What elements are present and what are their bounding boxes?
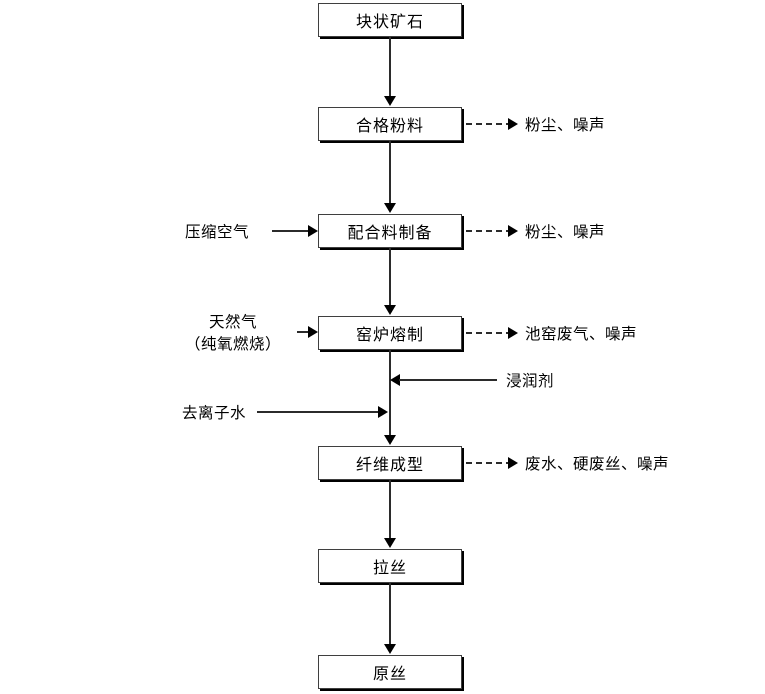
connector-ore-to-powder [389,37,391,97]
input-line-compressed-air [272,230,310,232]
process-box-furnace-melting[interactable]: 窑炉熔制 [318,316,462,350]
output-line-powder-dust [466,123,512,125]
connector-batch-to-furnace [389,248,391,306]
connector-forming-to-drawing [389,480,391,539]
output-label-powder-dust: 粉尘、噪声 [525,116,606,134]
process-box-label: 合格粉料 [355,116,424,135]
process-box-drawing[interactable]: 拉丝 [318,549,462,583]
input-label-natural-gas: 天然气 （纯氧燃烧） [178,312,288,355]
input-line-deionized-water [257,411,380,413]
connector-drawing-to-yarn [389,583,391,645]
connector-furnace-to-forming [389,350,391,436]
arrowhead-input-deionized-water [378,406,388,418]
arrowhead-forming-to-drawing [384,538,396,548]
arrowhead-output-forming-waste [508,457,518,469]
arrowhead-input-compressed-air [308,225,318,237]
arrowhead-output-batch-dust [508,225,518,237]
output-label-forming-waste: 废水、硬废丝、噪声 [525,455,670,473]
output-line-furnace-gas [466,332,512,334]
arrowhead-input-natural-gas [308,326,318,338]
input-label-natural-gas-line1: 天然气 [208,313,257,331]
output-label-furnace-gas: 池窑废气、噪声 [525,325,638,343]
process-box-fiber-forming[interactable]: 纤维成型 [318,446,462,480]
process-box-qualified-powder[interactable]: 合格粉料 [318,107,462,141]
output-line-forming-waste [466,462,512,464]
arrowhead-drawing-to-yarn [384,644,396,654]
process-box-label: 配合料制备 [347,223,433,242]
input-line-sizing-agent [399,379,497,381]
process-box-label: 原丝 [372,664,407,683]
process-box-block-ore[interactable]: 块状矿石 [318,3,462,37]
arrowhead-batch-to-furnace [384,305,396,315]
process-box-batch-preparation[interactable]: 配合料制备 [318,214,462,248]
process-box-label: 拉丝 [372,558,407,577]
input-line-natural-gas [297,331,310,333]
arrowhead-input-sizing-agent [390,374,400,386]
arrowhead-furnace-to-forming [384,435,396,445]
process-box-raw-yarn[interactable]: 原丝 [318,655,462,689]
output-label-batch-dust: 粉尘、噪声 [525,223,606,241]
input-label-deionized-water: 去离子水 [182,404,247,422]
arrowhead-output-powder-dust [508,118,518,130]
process-box-label: 块状矿石 [355,12,424,31]
output-line-batch-dust [466,230,512,232]
arrowhead-output-furnace-gas [508,327,518,339]
input-label-natural-gas-line2: （纯氧燃烧） [184,334,281,353]
arrowhead-ore-to-powder [384,96,396,106]
arrowhead-powder-to-batch [384,203,396,213]
process-box-label: 纤维成型 [355,455,424,474]
input-label-compressed-air: 压缩空气 [185,223,250,241]
input-label-sizing-agent: 浸润剂 [506,372,555,390]
connector-powder-to-batch [389,141,391,204]
process-box-label: 窑炉熔制 [355,325,424,344]
